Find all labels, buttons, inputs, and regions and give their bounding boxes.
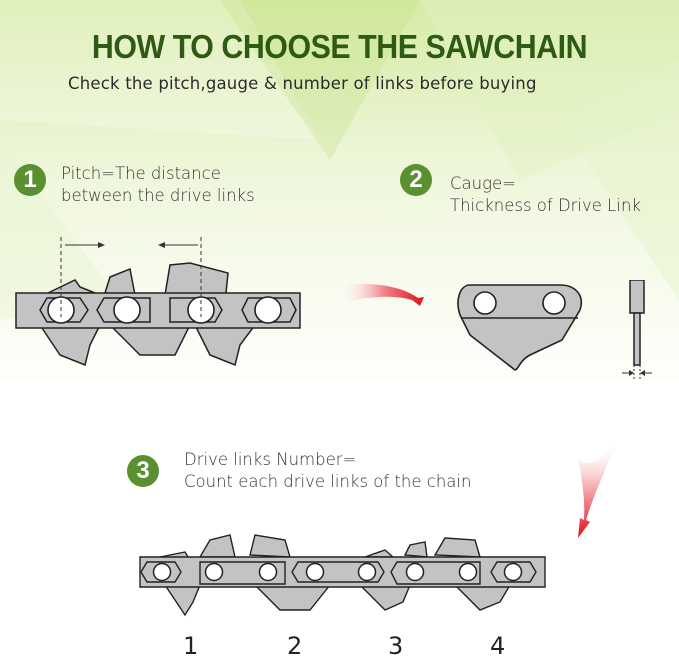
step-1-text: Pitch=The distance between the drive lin… [61,163,255,207]
step-1-line1: Pitch=The distance [61,164,221,183]
link-count-2: 2 [287,632,303,660]
step-2-line2: Thickness of Drive Link [450,196,641,215]
drive-links-chain-diagram [139,534,546,617]
step-1-badge: 1 [14,164,46,196]
link-count-4: 4 [490,632,506,660]
link-count-3: 3 [388,632,404,660]
pitch-chain-diagram [15,237,301,367]
step-2-line1: Cauge= [450,174,516,193]
page-subtitle: Check the pitch,gauge & number of links … [68,74,537,93]
step-2-badge: 2 [400,164,432,196]
step-2-text: Cauge= Thickness of Drive Link [450,173,641,217]
page-title: HOW TO CHOOSE THE SAWCHAIN [91,28,588,65]
step-3-text: Drive links Number= Count each drive lin… [184,449,471,493]
step-3-badge: 3 [127,455,159,487]
step-3-line2: Count each drive links of the chain [184,472,472,491]
step-3-line1: Drive links Number= [184,450,357,469]
gauge-link-diagram [457,280,652,380]
link-count-1: 1 [183,632,199,660]
step-1-line2: between the drive links [61,186,255,205]
